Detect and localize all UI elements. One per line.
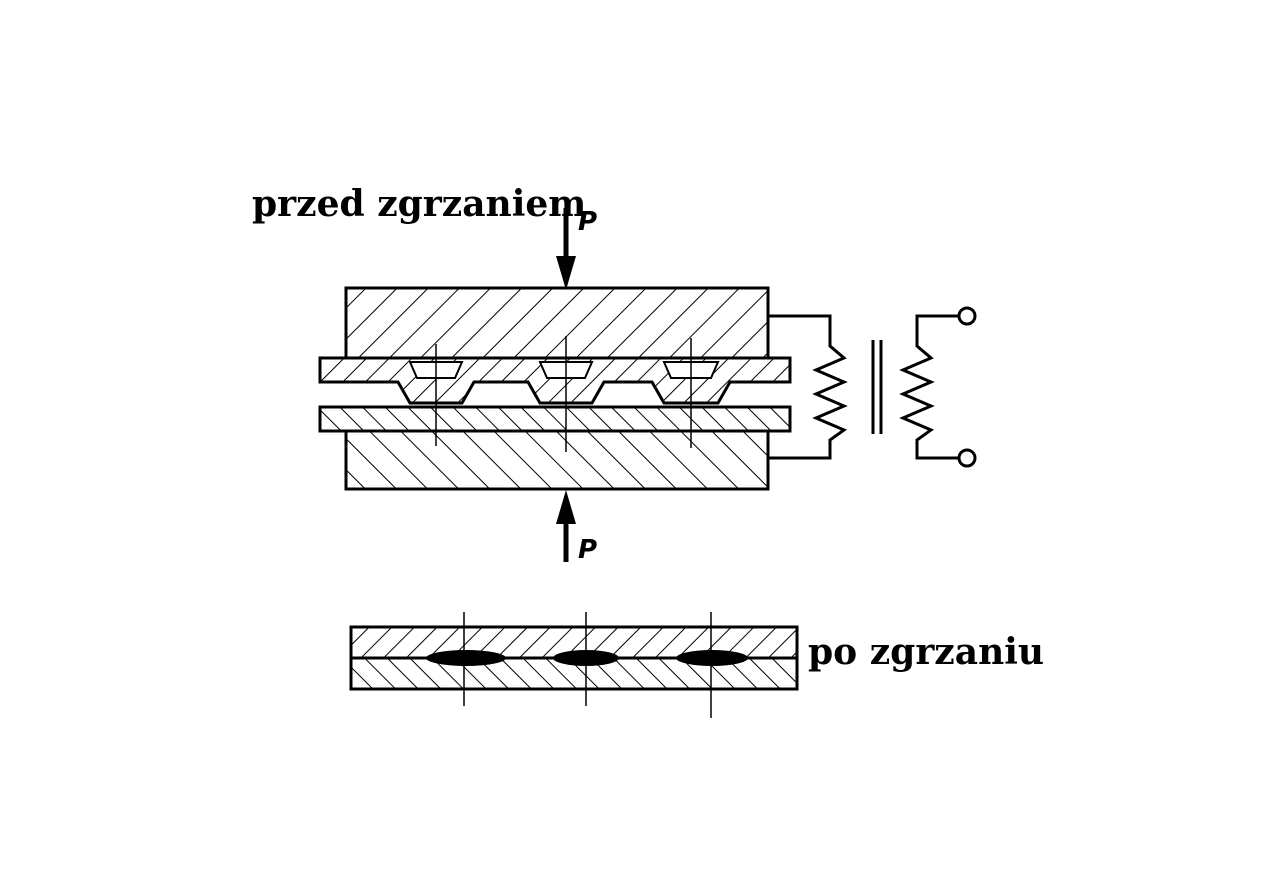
primary-winding bbox=[899, 314, 958, 460]
lower-electrode bbox=[344, 429, 770, 491]
terminal-top bbox=[957, 306, 977, 326]
weld-centerlines bbox=[463, 612, 712, 718]
upper-electrode bbox=[344, 286, 770, 360]
terminal-bottom bbox=[957, 448, 977, 468]
lower-sheet bbox=[318, 405, 792, 433]
force-label-bottom: P bbox=[578, 535, 597, 565]
weld-nugget-1 bbox=[426, 650, 506, 666]
transformer-circuit bbox=[768, 314, 958, 460]
secondary-winding bbox=[768, 314, 848, 460]
label-before-welding: przed zgrzaniem bbox=[252, 183, 586, 225]
force-arrow-top bbox=[556, 208, 576, 290]
label-after-welding: po zgrzaniu bbox=[808, 631, 1044, 673]
force-label-top: P bbox=[578, 207, 597, 237]
weld-nugget-3 bbox=[676, 650, 748, 666]
projection-centerlines bbox=[435, 336, 692, 452]
force-arrow-bottom bbox=[556, 490, 576, 562]
